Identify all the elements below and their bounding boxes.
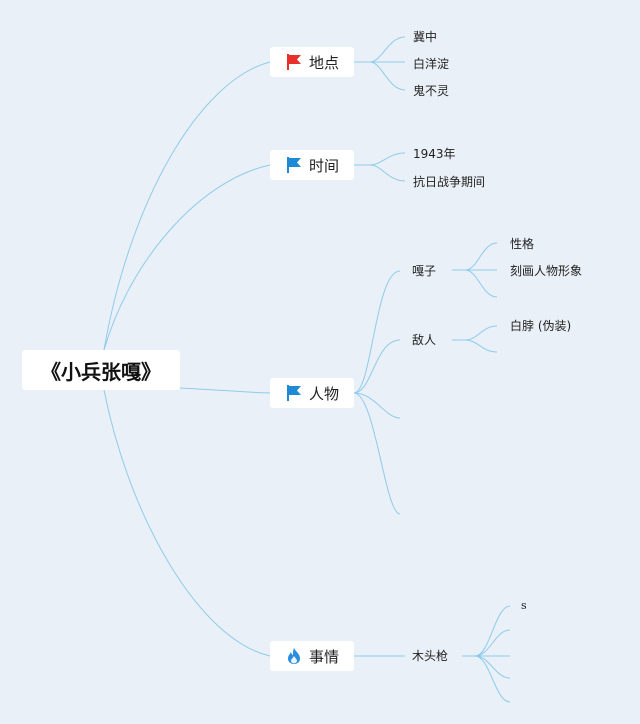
branch-place[interactable]: 地点 — [270, 47, 354, 77]
subtopic-muqiang[interactable]: 木头枪 — [412, 649, 449, 663]
leaf-place-1[interactable]: 冀中 — [413, 30, 438, 44]
link-root-events — [103, 389, 271, 657]
branch-time[interactable]: 时间 — [270, 150, 354, 180]
blue-flag-icon — [286, 385, 301, 401]
branch-place-label: 地点 — [308, 53, 339, 72]
leaf-time-1[interactable]: 1943年 — [413, 147, 456, 161]
leaf-enemy-1[interactable]: 白脖 (伪装) — [510, 319, 572, 333]
blue-flag-icon — [286, 157, 301, 173]
root-topic[interactable]: 《小兵张嘎》 — [22, 350, 180, 390]
root-topic-label: 《小兵张嘎》 — [41, 359, 161, 384]
leaf-gazi-2[interactable]: 刻画人物形象 — [510, 264, 583, 278]
leaf-gazi-1[interactable]: 性格 — [510, 237, 535, 251]
branch-events-label: 事情 — [308, 647, 339, 666]
leaf-time-2[interactable]: 抗日战争期间 — [413, 175, 486, 189]
fire-icon — [287, 648, 300, 664]
link-root-place — [103, 61, 271, 351]
branch-time-label: 时间 — [308, 156, 339, 175]
leaf-place-2[interactable]: 白洋淀 — [413, 57, 450, 71]
branch-people[interactable]: 人物 — [270, 378, 354, 408]
subtopic-enemy[interactable]: 敌人 — [412, 333, 437, 347]
red-flag-icon — [286, 54, 301, 70]
link-root-time — [103, 164, 271, 351]
link-root-people — [179, 387, 271, 394]
branch-events[interactable]: 事情 — [270, 641, 354, 671]
subtopic-gazi[interactable]: 嘎子 — [412, 264, 437, 278]
branch-people-label: 人物 — [308, 384, 339, 403]
leaf-place-3[interactable]: 鬼不灵 — [413, 84, 450, 98]
leaf-muqiang-1[interactable]: s — [521, 599, 527, 612]
